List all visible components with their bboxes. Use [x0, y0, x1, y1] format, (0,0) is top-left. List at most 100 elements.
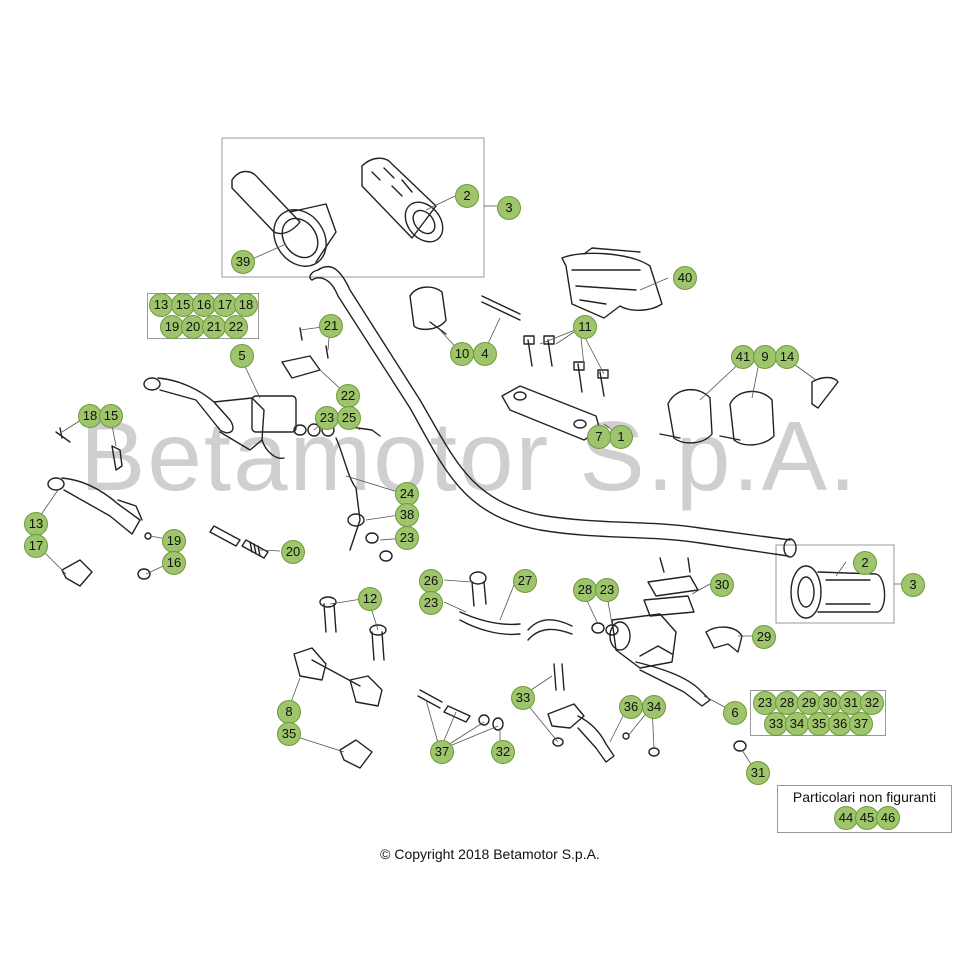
clamp-7	[501, 385, 601, 441]
callout-24[interactable]: 24	[395, 482, 419, 506]
throttle-grip	[231, 170, 337, 267]
callout-2-top[interactable]: 2	[455, 184, 479, 208]
kit-right-34[interactable]: 34	[785, 712, 809, 736]
pins-37	[417, 689, 504, 731]
bolt-33	[553, 663, 565, 691]
kit-left-13[interactable]: 13	[149, 293, 173, 317]
callout-7[interactable]: 7	[587, 425, 611, 449]
cable-4	[481, 295, 521, 321]
kit-left-21[interactable]: 21	[202, 315, 226, 339]
callout-14[interactable]: 14	[775, 345, 799, 369]
switch-9	[719, 390, 775, 446]
tie-14	[811, 376, 839, 409]
callout-36[interactable]: 36	[619, 695, 643, 719]
lever-13	[47, 477, 143, 535]
pad-35	[339, 739, 373, 769]
kit-left-15[interactable]: 15	[171, 293, 195, 317]
callout-20[interactable]: 20	[281, 540, 305, 564]
bolts-11	[523, 335, 609, 397]
handlebar	[317, 265, 791, 541]
callout-19[interactable]: 19	[162, 529, 186, 553]
callout-17[interactable]: 17	[24, 534, 48, 558]
kit-right-31[interactable]: 31	[839, 691, 863, 715]
callout-8[interactable]: 8	[277, 700, 301, 724]
callout-3-right[interactable]: 3	[901, 573, 925, 597]
callout-11[interactable]: 11	[573, 315, 597, 339]
parts-not-shown-title: Particolari non figuranti	[792, 789, 937, 805]
callout-23-c[interactable]: 23	[419, 591, 443, 615]
callout-9[interactable]: 9	[753, 345, 777, 369]
callout-46[interactable]: 46	[876, 806, 900, 830]
bolt-18	[55, 427, 71, 443]
callout-41[interactable]: 41	[731, 345, 755, 369]
callout-26[interactable]: 26	[419, 569, 443, 593]
callout-33[interactable]: 33	[511, 686, 535, 710]
bolts-12	[319, 596, 387, 661]
callout-1[interactable]: 1	[609, 425, 633, 449]
right-grip-lower	[790, 565, 886, 619]
banjo-fittings	[293, 423, 393, 562]
callout-6[interactable]: 6	[723, 701, 747, 725]
banjo-bolt-26	[469, 571, 487, 607]
grip-group-box	[221, 137, 485, 278]
pin-15	[111, 445, 123, 471]
brake-master-cylinder	[609, 613, 711, 707]
callout-40[interactable]: 40	[673, 266, 697, 290]
callout-4[interactable]: 4	[473, 342, 497, 366]
kit-left-22[interactable]: 22	[224, 315, 248, 339]
reservoir-cap-30	[643, 557, 699, 617]
callout-23-d[interactable]: 23	[595, 578, 619, 602]
washer-23r	[605, 624, 619, 636]
kit-right-33[interactable]: 33	[764, 712, 788, 736]
callout-25[interactable]: 25	[337, 406, 361, 430]
kit-right-23[interactable]: 23	[753, 691, 777, 715]
kit-right-37[interactable]: 37	[849, 712, 873, 736]
callout-37[interactable]: 37	[430, 740, 454, 764]
clamp-29	[705, 626, 743, 653]
kit-right-32[interactable]: 32	[860, 691, 884, 715]
callout-34[interactable]: 34	[642, 695, 666, 719]
callout-13[interactable]: 13	[24, 512, 48, 536]
left-grip	[361, 157, 444, 243]
kit-left-18[interactable]: 18	[234, 293, 258, 317]
washer-28	[591, 622, 605, 634]
callout-32[interactable]: 32	[491, 740, 515, 764]
kit-right-29[interactable]: 29	[797, 691, 821, 715]
kit-left-16[interactable]: 16	[192, 293, 216, 317]
callout-27[interactable]: 27	[513, 569, 537, 593]
kit-left-20[interactable]: 20	[181, 315, 205, 339]
callout-15[interactable]: 15	[99, 404, 123, 428]
kit-left-19[interactable]: 19	[160, 315, 184, 339]
adjuster-20	[209, 525, 269, 559]
callout-30[interactable]: 30	[710, 573, 734, 597]
copyright-text: © Copyright 2018 Betamotor S.p.A.	[380, 846, 600, 862]
callout-23-a[interactable]: 23	[315, 406, 339, 430]
callout-45[interactable]: 45	[855, 806, 879, 830]
nut-31	[733, 740, 747, 752]
callout-16[interactable]: 16	[162, 551, 186, 575]
clamp-8	[293, 647, 383, 707]
kit-right-30[interactable]: 30	[818, 691, 842, 715]
callout-3-top[interactable]: 3	[497, 196, 521, 220]
callout-10[interactable]: 10	[450, 342, 474, 366]
watermark-text: Betamotor S.p.A.	[80, 401, 859, 511]
kit-right-36[interactable]: 36	[828, 712, 852, 736]
callout-35[interactable]: 35	[277, 722, 301, 746]
callout-23-b[interactable]: 23	[395, 526, 419, 550]
kit-right-28[interactable]: 28	[775, 691, 799, 715]
callout-2-right[interactable]: 2	[853, 551, 877, 575]
callout-38[interactable]: 38	[395, 503, 419, 527]
callout-12[interactable]: 12	[358, 587, 382, 611]
callout-31[interactable]: 31	[746, 761, 770, 785]
switch-10	[409, 286, 447, 335]
callout-22[interactable]: 22	[336, 384, 360, 408]
callout-29[interactable]: 29	[752, 625, 776, 649]
callout-5[interactable]: 5	[230, 344, 254, 368]
nut-16	[137, 568, 151, 580]
instrument-cluster	[561, 247, 663, 319]
callout-21[interactable]: 21	[319, 314, 343, 338]
callout-44[interactable]: 44	[834, 806, 858, 830]
callout-28[interactable]: 28	[573, 578, 597, 602]
callout-39[interactable]: 39	[231, 250, 255, 274]
